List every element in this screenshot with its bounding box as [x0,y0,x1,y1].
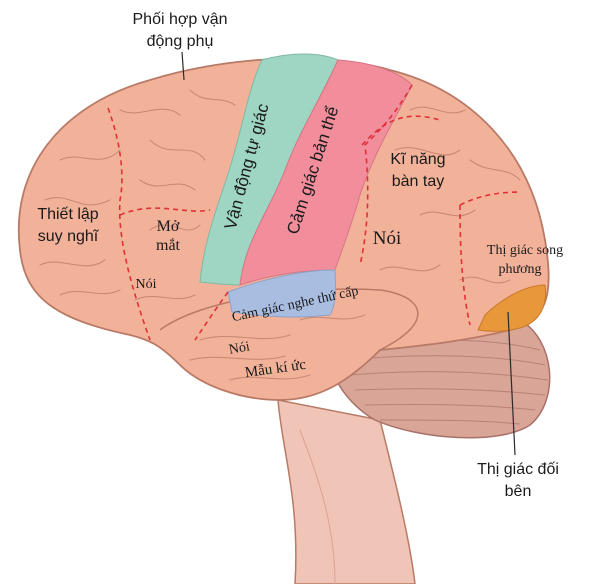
label-mo-mat-line2: mắt [156,237,181,254]
label-thi-giac-song-line2: phương [499,262,542,277]
brain-stem [277,399,416,584]
region-occipital [477,284,547,332]
label-noi-temporal: Nói [228,339,251,357]
region-auditory [227,269,336,318]
label-thi-giac-doi-line2: bên [505,483,532,500]
pointer-thi-giac-doi [507,311,516,456]
label-thi-giac-song-line1: Thị giác song [487,243,563,258]
label-thi-giac-doi-line1: Thị giác đối [477,461,559,478]
label-thiet-lap-line1: Thiết lập [37,206,98,223]
pointer-phoi-hop [181,51,185,81]
label-thiet-lap-line2: suy nghĩ [38,228,100,245]
label-ki-nang-line2: bàn tay [392,173,444,190]
label-mo-mat-line1: Mở [157,218,180,235]
label-ki-nang-line1: Kĩ năng [390,151,445,168]
label-noi-parietal: Nói [373,228,402,249]
label-phoi-hop-line2: động phụ [147,33,214,50]
label-noi-frontal: Nói [136,277,157,292]
label-phoi-hop-line1: Phối hợp vận [133,11,228,28]
